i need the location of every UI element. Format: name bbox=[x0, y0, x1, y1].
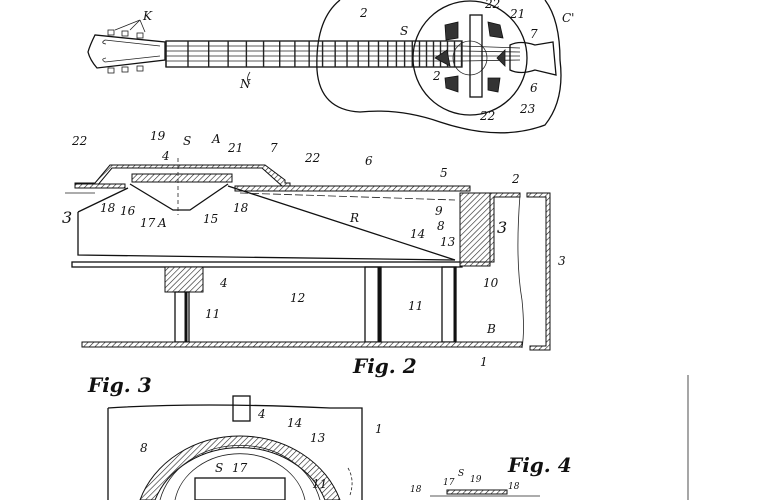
section-mark: 3 bbox=[62, 208, 72, 227]
label: 11 bbox=[408, 299, 423, 313]
label: 14 bbox=[287, 416, 302, 430]
label: 2 bbox=[432, 69, 441, 83]
label: N bbox=[239, 77, 251, 91]
block-4 bbox=[164, 266, 204, 293]
label: S bbox=[458, 469, 464, 479]
strings bbox=[461, 45, 521, 62]
label: C' bbox=[562, 11, 574, 25]
label: 19 bbox=[150, 129, 166, 143]
label: K bbox=[142, 9, 153, 23]
label: 4 bbox=[161, 149, 170, 163]
top-plate-6 bbox=[234, 185, 471, 192]
figure-label-fig2: Fig. 2 bbox=[352, 354, 417, 378]
label: 2 bbox=[511, 172, 520, 186]
resonator-cover bbox=[412, 0, 528, 116]
label: S bbox=[183, 134, 191, 148]
fig1-guitar: K N 2 S 22 21 C' 7 2 6 23 22 bbox=[87, 0, 574, 134]
label: S bbox=[400, 24, 408, 38]
bridge-detail bbox=[446, 489, 508, 495]
ring-14 bbox=[159, 444, 321, 500]
label: 18 bbox=[508, 482, 520, 492]
label: R bbox=[349, 211, 359, 225]
label: 17 bbox=[443, 478, 455, 488]
label: 11 bbox=[205, 307, 220, 321]
side-wall-3 bbox=[526, 192, 551, 351]
label: 7 bbox=[530, 27, 538, 41]
label: 16 bbox=[120, 204, 136, 218]
section-mark: 3 bbox=[497, 218, 507, 237]
label: 22 bbox=[71, 134, 87, 148]
label: 10 bbox=[483, 276, 499, 290]
bridge-s bbox=[194, 477, 286, 500]
label: 18 bbox=[100, 201, 116, 215]
label: 23 bbox=[519, 102, 536, 116]
base-B bbox=[81, 341, 523, 348]
rod-12 bbox=[71, 261, 463, 268]
label: 13 bbox=[310, 431, 326, 445]
resonator-R bbox=[77, 185, 456, 261]
fig2-section: 22 19 S A 21 4 7 22 6 5 2 3 18 16 17 A 1… bbox=[62, 129, 566, 378]
label: 2 bbox=[359, 6, 368, 20]
label: 21 bbox=[227, 141, 243, 155]
bridge-bar bbox=[469, 14, 483, 98]
label: 18 bbox=[410, 485, 422, 495]
side-wall-2 bbox=[459, 192, 521, 267]
label: 9 bbox=[435, 204, 443, 218]
label: B bbox=[486, 322, 496, 336]
cone-15 bbox=[129, 183, 229, 211]
label: S bbox=[215, 461, 223, 475]
posts-11 bbox=[174, 266, 457, 343]
label: 6 bbox=[365, 154, 373, 168]
guitar-body bbox=[316, 0, 562, 134]
label: 7 bbox=[270, 141, 278, 155]
label: 4 bbox=[257, 407, 266, 421]
label: 12 bbox=[290, 291, 305, 305]
label: A bbox=[211, 132, 221, 146]
fig4-detail: Fig. 4 S 19 17 18 18 bbox=[410, 453, 572, 497]
label: 19 bbox=[470, 475, 482, 485]
label: 4 bbox=[219, 276, 228, 290]
figure-label-fig3: Fig. 3 bbox=[87, 373, 152, 397]
label: 11 bbox=[312, 477, 327, 491]
label: 22 bbox=[304, 151, 320, 165]
label: 17 bbox=[232, 461, 248, 475]
label: 1 bbox=[480, 355, 488, 369]
body-side bbox=[77, 212, 456, 261]
label: 14 bbox=[410, 227, 425, 241]
label: A bbox=[157, 216, 167, 230]
tuning-pegs bbox=[102, 29, 161, 74]
bridge-19 bbox=[131, 173, 233, 183]
headstock bbox=[87, 34, 166, 69]
break-line bbox=[517, 194, 524, 349]
block-4-top bbox=[232, 395, 251, 422]
label: 15 bbox=[203, 212, 218, 226]
label: 6 bbox=[530, 81, 538, 95]
tailpiece bbox=[509, 41, 557, 76]
label: 17 bbox=[140, 216, 156, 230]
label: 5 bbox=[440, 166, 448, 180]
label: 13 bbox=[440, 235, 456, 249]
block-8 bbox=[459, 192, 491, 264]
label: 21 bbox=[509, 7, 525, 21]
top-plate-left bbox=[74, 183, 126, 189]
label: 8 bbox=[437, 219, 445, 233]
label: 22 bbox=[479, 109, 495, 123]
plate-1 bbox=[107, 404, 363, 500]
label: 18 bbox=[233, 201, 249, 215]
fig3-plan: Fig. 3 4 1 14 13 8 S 17 11 bbox=[87, 373, 383, 500]
label: 22 bbox=[484, 0, 500, 11]
label: 8 bbox=[140, 441, 148, 455]
neck-fretboard bbox=[165, 40, 463, 68]
figure-label-fig4: Fig. 4 bbox=[507, 453, 572, 477]
label: 1 bbox=[375, 422, 383, 436]
cover-openings bbox=[434, 21, 506, 93]
label: 3 bbox=[558, 254, 566, 268]
